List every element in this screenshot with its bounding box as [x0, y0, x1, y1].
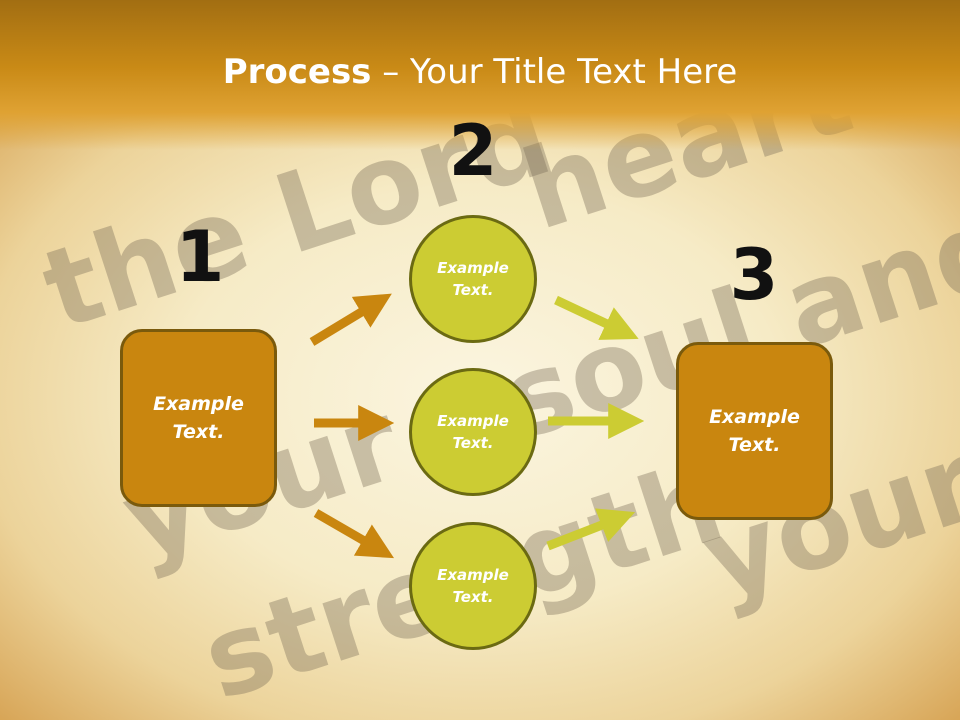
step-2-circle-top[interactable]: Example Text. — [409, 215, 537, 343]
arrow-from-top-circle — [554, 295, 639, 340]
title-rest: – Your Title Text Here — [371, 52, 738, 92]
arrow-to-top-circle — [309, 293, 392, 346]
circle-label: Example Text. — [437, 258, 509, 300]
step-number-3: 3 — [729, 234, 779, 316]
step-3-label: Example Text. — [709, 405, 800, 457]
circle-label: Example Text. — [437, 565, 509, 607]
step-1-box[interactable]: Example Text. — [120, 329, 277, 507]
title-band — [0, 0, 960, 150]
arrow-from-bottom-circle — [546, 508, 636, 551]
arrow-to-bottom-circle — [313, 509, 395, 559]
circle-label: Example Text. — [437, 411, 509, 453]
step-2-circle-middle[interactable]: Example Text. — [409, 368, 537, 496]
step-2-circle-bottom[interactable]: Example Text. — [409, 522, 537, 650]
slide-title[interactable]: Process – Your Title Text Here — [0, 52, 960, 92]
title-bold: Process — [222, 52, 372, 92]
step-number-1: 1 — [175, 216, 225, 298]
step-1-label: Example Text. — [153, 392, 244, 444]
step-3-box[interactable]: Example Text. — [676, 342, 833, 520]
step-number-2: 2 — [448, 110, 498, 192]
